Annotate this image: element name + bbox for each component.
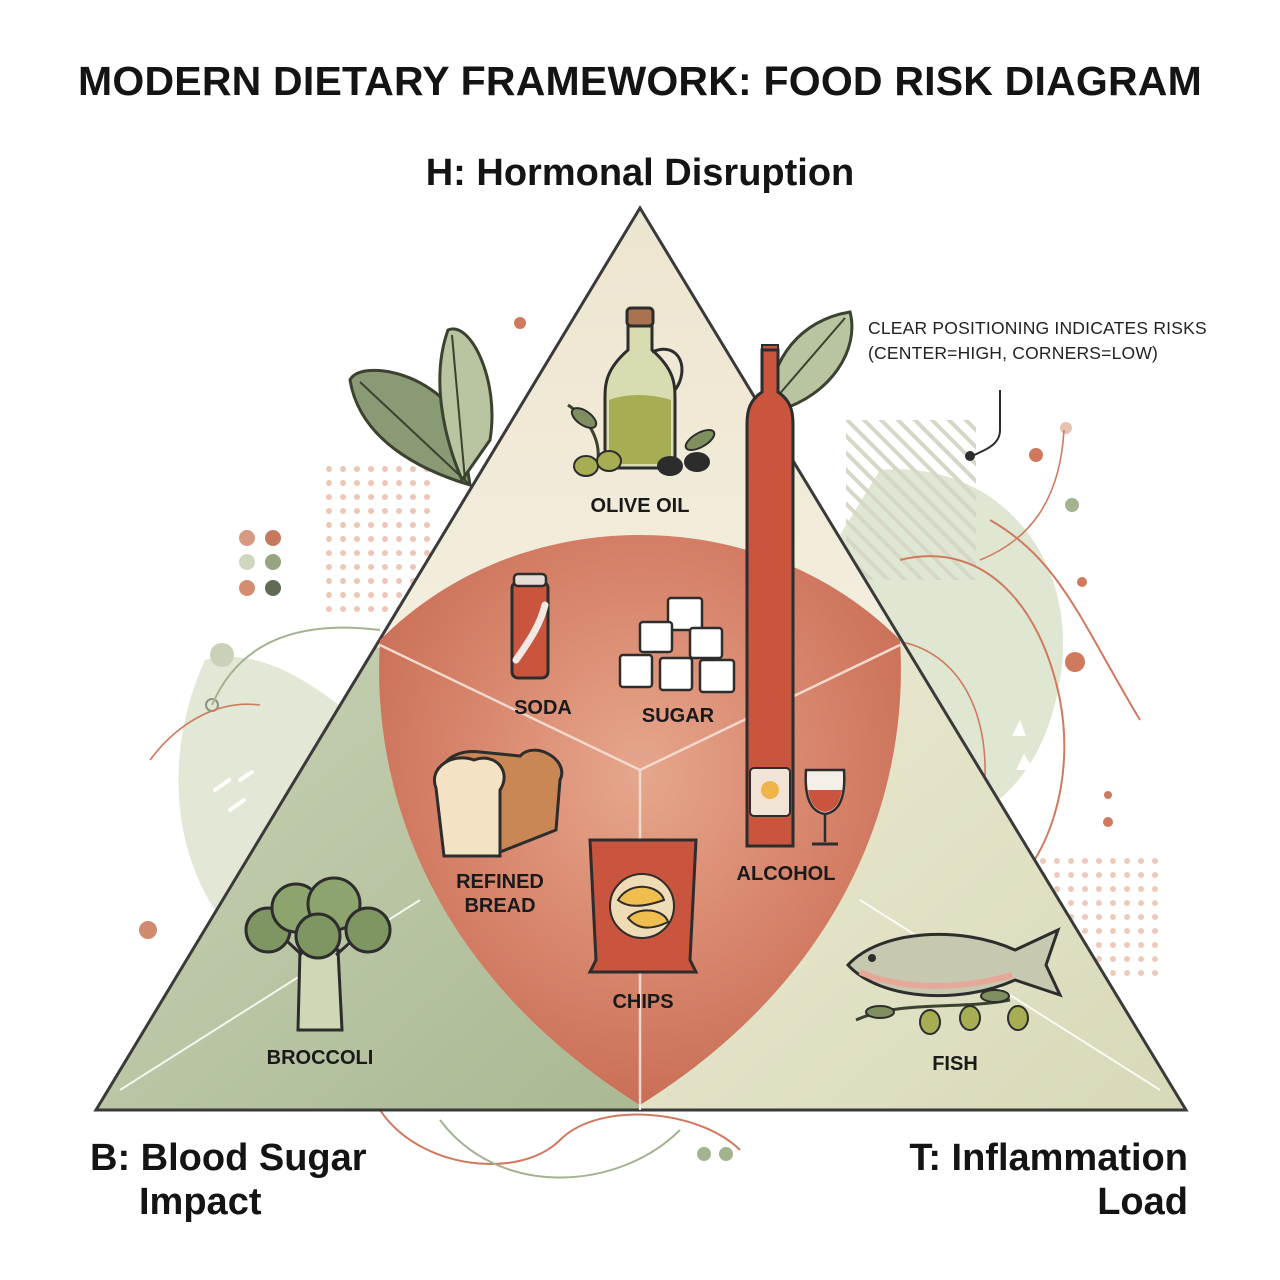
- note-line2: (CENTER=HIGH, CORNERS=LOW): [868, 343, 1159, 363]
- vertex-label-blood-sugar-impact: B: Blood Sugar Impact: [90, 1136, 367, 1224]
- refined-bread-label-line2: BREAD: [464, 895, 535, 917]
- vertex-b-line2: Impact: [139, 1181, 262, 1223]
- soda-label: SODA: [514, 697, 572, 719]
- fish-label: FISH: [932, 1053, 978, 1075]
- refined-bread-label-line1: REFINED: [456, 871, 544, 893]
- leaf-left-decoration: [348, 327, 494, 488]
- bread-icon: [432, 748, 564, 858]
- chips-bag-icon: [587, 838, 699, 974]
- vertex-b-line1: B: Blood Sugar: [90, 1137, 367, 1179]
- soda-can-icon: [510, 572, 550, 680]
- vertex-t-line2: Load: [1097, 1181, 1188, 1223]
- note-line1: CLEAR POSITIONING INDICATES RISKS: [868, 318, 1207, 338]
- sugar-cubes-icon: [618, 596, 736, 694]
- broccoli-label: BROCCOLI: [267, 1047, 374, 1069]
- note-pointer: [965, 390, 1001, 461]
- vertex-label-hormonal-disruption: H: Hormonal Disruption: [425, 152, 855, 194]
- broccoli-icon: [244, 876, 392, 1032]
- diagram-title: MODERN DIETARY FRAMEWORK: FOOD RISK DIAG…: [78, 58, 1202, 104]
- sugar-label: SUGAR: [642, 705, 715, 727]
- risk-positioning-note: CLEAR POSITIONING INDICATES RISKS (CENTE…: [868, 316, 1207, 366]
- vertex-label-inflammation-load: T: Inflammation Load: [909, 1136, 1188, 1224]
- olive-oil-icon: [567, 306, 716, 477]
- vertex-t-line1: T: Inflammation: [909, 1137, 1188, 1179]
- fish-icon: [845, 927, 1063, 1035]
- alcohol-label: ALCOHOL: [737, 863, 836, 885]
- chips-label: CHIPS: [612, 991, 673, 1013]
- olive-oil-label: OLIVE OIL: [591, 495, 690, 517]
- alcohol-bottle-icon: [745, 344, 846, 848]
